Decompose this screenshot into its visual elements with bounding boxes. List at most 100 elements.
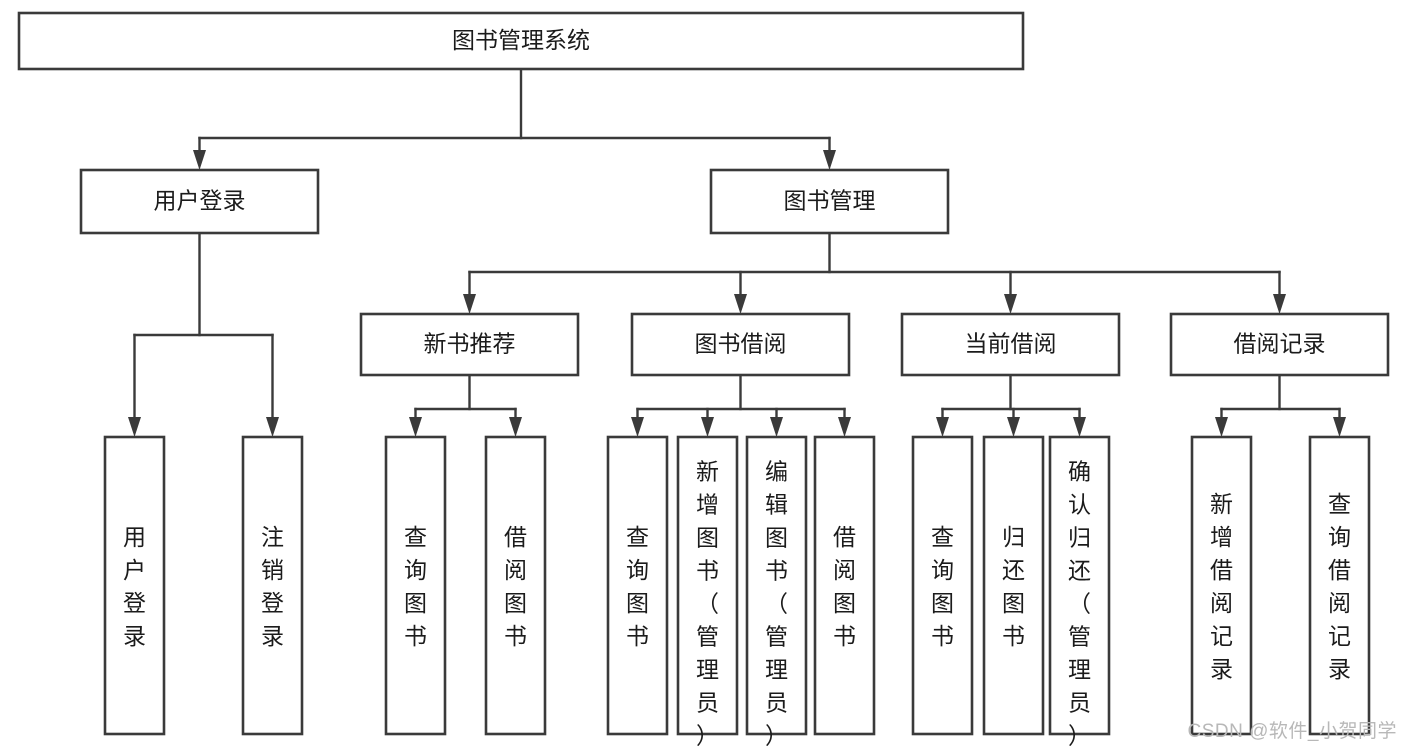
node-label: 图书借阅: [695, 331, 787, 357]
node-label-char: 户: [123, 557, 146, 583]
node-label-char: 书: [765, 557, 788, 583]
node-label-char: 查: [404, 524, 427, 550]
node-leaf-rec-borrow-book[interactable]: 借阅图书: [484, 435, 547, 736]
node-label-char: 销: [261, 557, 284, 583]
node-box[interactable]: [359, 312, 580, 377]
arrowhead-icon: [936, 417, 949, 437]
node-box[interactable]: [982, 435, 1045, 736]
node-leaf-borrow-query-book[interactable]: 查询图书: [606, 435, 669, 736]
node-label-char: 阅: [833, 557, 856, 583]
arrowhead-icon: [1215, 417, 1228, 437]
node-leaf-user-login[interactable]: 用户登录: [103, 435, 166, 736]
node-label-char: 增: [1210, 524, 1233, 550]
node-label-char: 询: [404, 557, 427, 583]
node-leaf-edit-book-admin[interactable]: 编辑图书（管理员）: [745, 435, 808, 747]
arrowhead-icon: [409, 417, 422, 437]
node-label-char: 询: [931, 557, 954, 583]
node-box[interactable]: [1048, 435, 1111, 736]
node-label-char: 归: [1068, 524, 1091, 550]
connector-group-book-borrow: [631, 373, 851, 437]
node-label-char: 管: [1068, 623, 1091, 649]
node-box[interactable]: [813, 435, 876, 736]
node-root[interactable]: 图书管理系统: [17, 11, 1025, 71]
node-label-char: 员: [1068, 689, 1091, 715]
arrowhead-icon: [266, 417, 279, 437]
node-box[interactable]: [709, 168, 950, 235]
node-borrow-record[interactable]: 借阅记录: [1169, 312, 1390, 377]
node-box[interactable]: [1190, 435, 1253, 736]
node-box[interactable]: [911, 435, 974, 736]
node-label-char: 确: [1068, 458, 1091, 484]
node-label-char: 询: [626, 557, 649, 583]
node-user-login[interactable]: 用户登录: [79, 168, 320, 235]
node-label: 借阅图书: [833, 524, 856, 649]
arrowhead-icon: [1333, 417, 1346, 437]
node-box[interactable]: [484, 435, 547, 736]
node-new-book-rec[interactable]: 新书推荐: [359, 312, 580, 377]
connector-group-book-manage: [463, 231, 1286, 314]
node-label-char: 增: [696, 491, 719, 517]
node-box[interactable]: [103, 435, 166, 736]
node-box[interactable]: [1169, 312, 1390, 377]
node-label: 查询借阅记录: [1328, 491, 1351, 682]
node-label: 图书管理系统: [452, 27, 590, 53]
node-box[interactable]: [384, 435, 447, 736]
node-box[interactable]: [241, 435, 304, 736]
node-leaf-add-record[interactable]: 新增借阅记录: [1190, 435, 1253, 736]
node-label: 确认归还（管理员）: [1068, 458, 1091, 747]
node-label-char: 查: [626, 524, 649, 550]
node-leaf-return-book[interactable]: 归还图书: [982, 435, 1045, 736]
node-box[interactable]: [1308, 435, 1371, 736]
node-box[interactable]: [745, 435, 808, 736]
node-label: 用户登录: [154, 188, 246, 214]
node-label-char: 书: [696, 557, 719, 583]
node-label-char: （: [696, 590, 719, 616]
node-label: 图书管理: [784, 188, 876, 214]
node-label-char: 查: [931, 524, 954, 550]
arrowhead-icon: [734, 294, 747, 314]
node-label-char: 图: [404, 590, 427, 616]
node-leaf-borrow-book[interactable]: 借阅图书: [813, 435, 876, 736]
node-label-char: 员: [765, 689, 788, 715]
arrowhead-icon: [1073, 417, 1086, 437]
node-label: 新书推荐: [424, 331, 516, 357]
arrowhead-icon: [770, 417, 783, 437]
connectors-layer: [128, 67, 1346, 437]
nodes-layer: 图书管理系统用户登录图书管理新书推荐图书借阅当前借阅借阅记录用户登录注销登录查询…: [17, 11, 1390, 747]
node-box[interactable]: [900, 312, 1121, 377]
node-label-char: 图: [833, 590, 856, 616]
node-label-char: 书: [1002, 623, 1025, 649]
node-box[interactable]: [79, 168, 320, 235]
node-leaf-confirm-return-admin[interactable]: 确认归还（管理员）: [1048, 435, 1111, 747]
node-box[interactable]: [17, 11, 1025, 71]
node-leaf-query-record[interactable]: 查询借阅记录: [1308, 435, 1371, 736]
connector-group-borrow-record: [1215, 373, 1346, 437]
node-leaf-cur-query-book[interactable]: 查询图书: [911, 435, 974, 736]
node-leaf-add-book-admin[interactable]: 新增图书（管理员）: [676, 435, 739, 747]
node-book-manage[interactable]: 图书管理: [709, 168, 950, 235]
node-box[interactable]: [606, 435, 669, 736]
node-label-char: 管: [765, 623, 788, 649]
connector-group-new-book-rec: [409, 373, 522, 437]
node-label-char: 辑: [765, 491, 788, 517]
node-box[interactable]: [676, 435, 739, 736]
arrowhead-icon: [1007, 417, 1020, 437]
node-label: 编辑图书（管理员）: [765, 458, 788, 747]
node-label-char: 记: [1210, 623, 1233, 649]
node-label-char: 员: [696, 689, 719, 715]
arrowhead-icon: [509, 417, 522, 437]
node-label-char: 图: [765, 524, 788, 550]
node-leaf-rec-query-book[interactable]: 查询图书: [384, 435, 447, 736]
arrowhead-icon: [193, 150, 206, 170]
node-label-char: 阅: [1210, 590, 1233, 616]
node-leaf-logout[interactable]: 注销登录: [241, 435, 304, 736]
node-label-char: 图: [626, 590, 649, 616]
node-current-borrow[interactable]: 当前借阅: [900, 312, 1121, 377]
node-label: 查询图书: [931, 524, 954, 649]
node-book-borrow[interactable]: 图书借阅: [630, 312, 851, 377]
node-box[interactable]: [630, 312, 851, 377]
node-label-char: 借: [1210, 557, 1233, 583]
node-label-char: 录: [1210, 656, 1233, 682]
node-label: 查询图书: [626, 524, 649, 649]
